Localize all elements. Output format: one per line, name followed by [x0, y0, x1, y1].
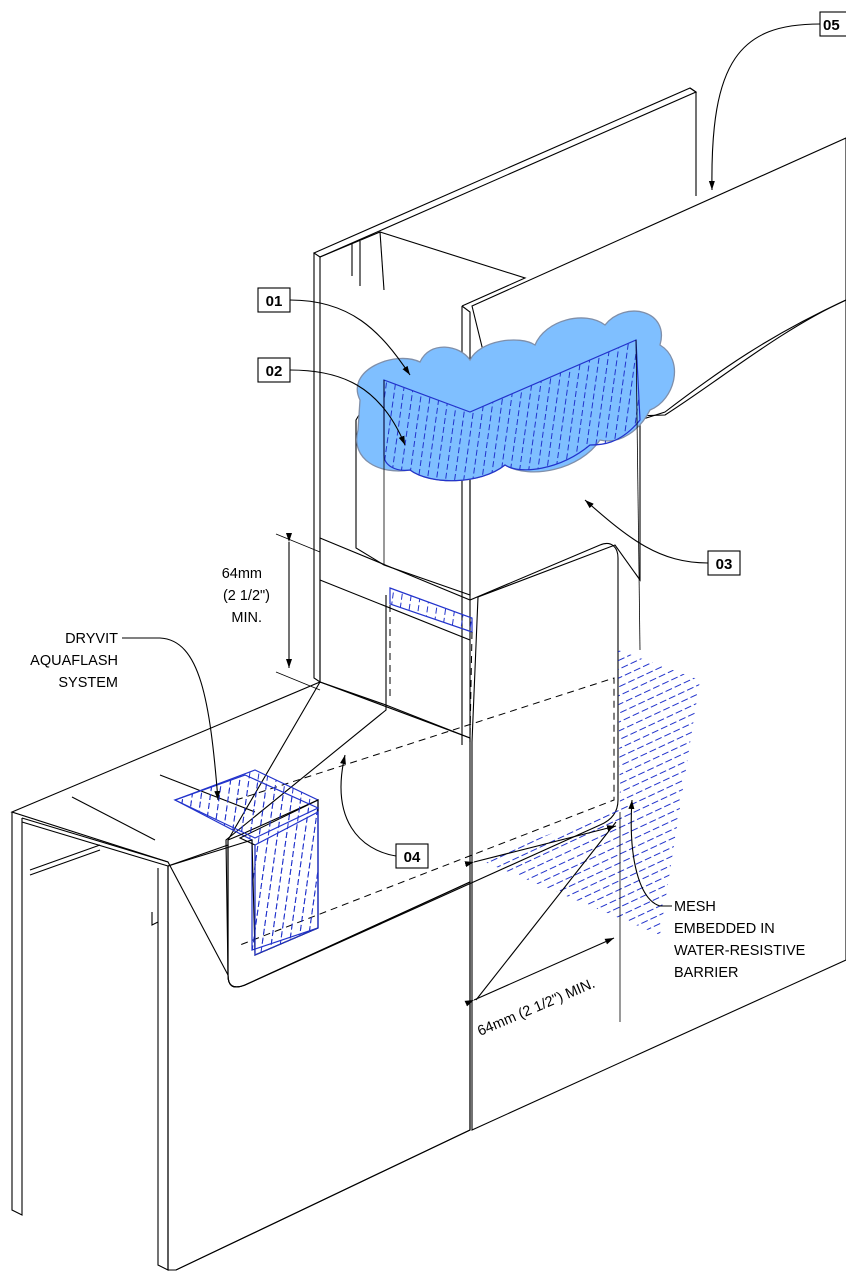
callout-04-label: 04 — [404, 849, 421, 866]
barrier-under-sill — [167, 844, 471, 1271]
mesh-embedded-note: MESH EMBEDDED IN WATER-RESISTIVE BARRIER — [628, 799, 806, 981]
dim-vertical-line2: (2 1/2") — [223, 588, 270, 604]
water-resistive-barrier-right — [471, 299, 846, 1131]
mesh-line3: WATER-RESISTIVE — [674, 943, 806, 959]
callout-01: 01 — [257, 287, 411, 376]
mesh-embedded-barrier-patch — [480, 650, 700, 935]
callout-02-label: 02 — [266, 363, 283, 380]
vertical-dimension: 64mm (2 1/2") MIN. — [222, 533, 321, 691]
callout-03-label: 03 — [716, 556, 733, 573]
head-mesh-strip — [389, 587, 473, 633]
mesh-line4: BARRIER — [674, 965, 738, 981]
callout-05: 05 — [708, 11, 846, 191]
aquaflash-line2: AQUAFLASH — [30, 653, 118, 669]
aquaflash-line1: DRYVIT — [65, 631, 118, 647]
callout-04: 04 — [340, 754, 429, 869]
mesh-line1: MESH — [674, 899, 716, 915]
steel-stud-framing — [312, 87, 698, 745]
mesh-line2: EMBEDDED IN — [674, 921, 775, 937]
mesh-corner-flap — [383, 339, 641, 482]
corner-mesh-right-edge — [635, 339, 641, 651]
callout-05-label: 05 — [823, 17, 840, 34]
aquaflash-line3: SYSTEM — [58, 675, 118, 691]
water-resistive-barrier-front — [167, 799, 471, 1271]
dim-vertical-line1: 64mm — [222, 566, 262, 582]
callout-03: 03 — [584, 499, 741, 576]
dim-horizontal-label: 64mm (2 1/2") MIN. — [475, 976, 597, 1040]
aquaflash-mesh-return — [254, 811, 319, 956]
aquaflash-mesh-top — [173, 774, 320, 839]
callout-01-label: 01 — [266, 293, 283, 310]
aquaflash-note: DRYVIT AQUAFLASH SYSTEM — [30, 631, 221, 801]
callout-02: 02 — [257, 357, 406, 446]
dim-vertical-line3: MIN. — [231, 610, 262, 626]
